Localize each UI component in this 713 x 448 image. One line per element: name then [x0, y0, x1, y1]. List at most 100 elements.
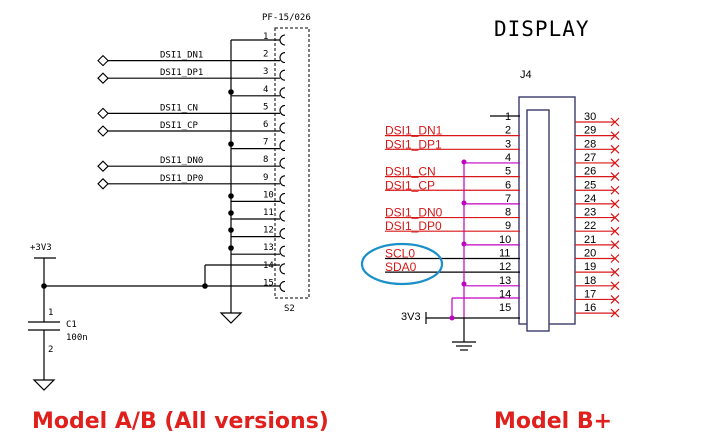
port-diamond [97, 125, 109, 137]
j4-pin-number-right: 26 [584, 166, 596, 178]
pin-number: 11 [263, 208, 274, 218]
j4-ref-label: J4 [520, 69, 532, 81]
connector-ref-label: S2 [284, 304, 295, 314]
j4-pin-number-left: 2 [505, 125, 511, 137]
connector-s2-outline [274, 27, 310, 299]
left-pin-group: 12DSI1_DN13DSI1_DP145DSI1_CN6DSI1_CP78DS… [97, 32, 286, 292]
junction-dot [461, 241, 467, 247]
signal-label: DSI1_CN [385, 165, 436, 179]
pin-number: 4 [263, 85, 268, 95]
junction-dot [449, 315, 455, 321]
j4-pin-number-left: 11 [499, 248, 510, 260]
j4-pin-number-right: 22 [584, 220, 596, 232]
pin-contact [279, 263, 286, 275]
port-diamond [97, 54, 109, 67]
right-caption: Model B+ [494, 409, 612, 434]
pin-contact [279, 104, 286, 116]
j4-pin-number-left: 8 [505, 207, 511, 219]
j4-pin-number-left: 4 [505, 152, 511, 164]
junction-dot [228, 227, 234, 233]
pin-contact [279, 140, 286, 152]
signal-label: DSI1_DP0 [160, 174, 203, 184]
nc-mark [610, 172, 620, 182]
j4-pin-number-right: 23 [584, 207, 596, 219]
j4-pin-number-left: 13 [499, 275, 511, 287]
nc-mark [610, 254, 620, 263]
j4-pin-number-right: 17 [584, 288, 596, 300]
junction-dot [228, 210, 234, 216]
signal-label: DSI1_DP1 [160, 68, 203, 78]
nc-mark [610, 158, 620, 168]
pin-number: 2 [263, 50, 268, 60]
cap-pin2-label: 2 [48, 345, 53, 355]
nc-mark [610, 131, 620, 141]
pin-number: 14 [263, 261, 274, 271]
junction-dot [228, 193, 234, 199]
pin-contact [279, 34, 286, 46]
nc-mark [610, 308, 620, 318]
j4-pin-number-left: 6 [505, 179, 511, 191]
right-pin-group: 12DSI1_DN13DSI1_DP145DSI1_CN6DSI1_CP78DS… [385, 111, 620, 318]
pin-contact [279, 175, 286, 187]
junction-dot [41, 283, 47, 289]
cap-ground-symbol [32, 379, 56, 391]
nc-mark [610, 144, 620, 154]
left-schematic: PF-15/026 S2 12DSI1_DN13DSI1_DP145DSI1_C… [28, 13, 329, 434]
pin-number: 7 [263, 138, 268, 148]
junction-dot [228, 89, 234, 95]
pin-number: 9 [263, 173, 268, 183]
pin-number: 5 [263, 102, 268, 112]
junction-dot [461, 159, 467, 165]
pin-contact [279, 157, 286, 169]
pin-number: 13 [263, 243, 274, 253]
j4-pin-number-left: 7 [505, 193, 511, 205]
j4-pin-number-right: 20 [584, 248, 596, 260]
pin-contact [279, 210, 286, 222]
j4-pin-number-left: 10 [499, 234, 511, 246]
signal-label: DSI1_DP0 [385, 219, 442, 233]
j4-inner-body [526, 109, 550, 332]
pin-contact [279, 192, 286, 204]
pin-number: 10 [263, 190, 274, 200]
left-ground-symbol [219, 312, 243, 324]
port-diamond [97, 160, 109, 172]
pin-number: 1 [263, 32, 268, 42]
j4-pin-number-left: 3 [505, 138, 511, 150]
nc-mark [610, 240, 620, 250]
port-diamond [97, 107, 109, 120]
pin-contact [279, 228, 286, 240]
cap-pin1-label: 1 [48, 308, 53, 318]
j4-pin-number-right: 24 [584, 193, 596, 205]
nc-mark [610, 185, 620, 195]
junction-dot [461, 200, 467, 206]
pin-contact [279, 122, 286, 134]
pin-number: 12 [263, 226, 274, 236]
signal-label: DSI1_DP1 [385, 137, 442, 151]
power-label: +3V3 [30, 243, 52, 253]
j4-pin-number-left: 9 [505, 220, 511, 232]
signal-label: DSI1_DN0 [160, 156, 203, 166]
signal-label: DSI1_DN1 [160, 51, 203, 61]
signal-label: SDA0 [385, 260, 417, 274]
pin-number: 3 [263, 67, 268, 77]
j4-pin-number-right: 18 [584, 275, 596, 287]
connector-part-label: PF-15/026 [262, 13, 311, 23]
left-caption: Model A/B (All versions) [32, 409, 329, 434]
j4-pin-number-right: 30 [584, 111, 596, 123]
pin-contact [279, 52, 286, 64]
display-title: DISPLAY [494, 17, 590, 41]
signal-label: DSI1_DN1 [385, 124, 443, 138]
j4-pin-number-left: 5 [505, 166, 511, 178]
pin-number: 6 [263, 120, 268, 130]
j4-pin-number-left: 1 [505, 111, 511, 123]
junction-dot [228, 141, 234, 147]
power-label-3v3: 3V3 [401, 311, 421, 323]
pin-contact [279, 87, 286, 99]
i2c-highlight-ellipse [360, 242, 444, 286]
j4-pin-number-left: 14 [499, 288, 511, 300]
j4-pin-number-right: 19 [584, 261, 596, 273]
nc-mark [610, 213, 620, 222]
nc-mark [610, 117, 620, 127]
signal-label: DSI1_DN0 [385, 206, 443, 220]
j4-pin-number-right: 29 [584, 125, 596, 137]
